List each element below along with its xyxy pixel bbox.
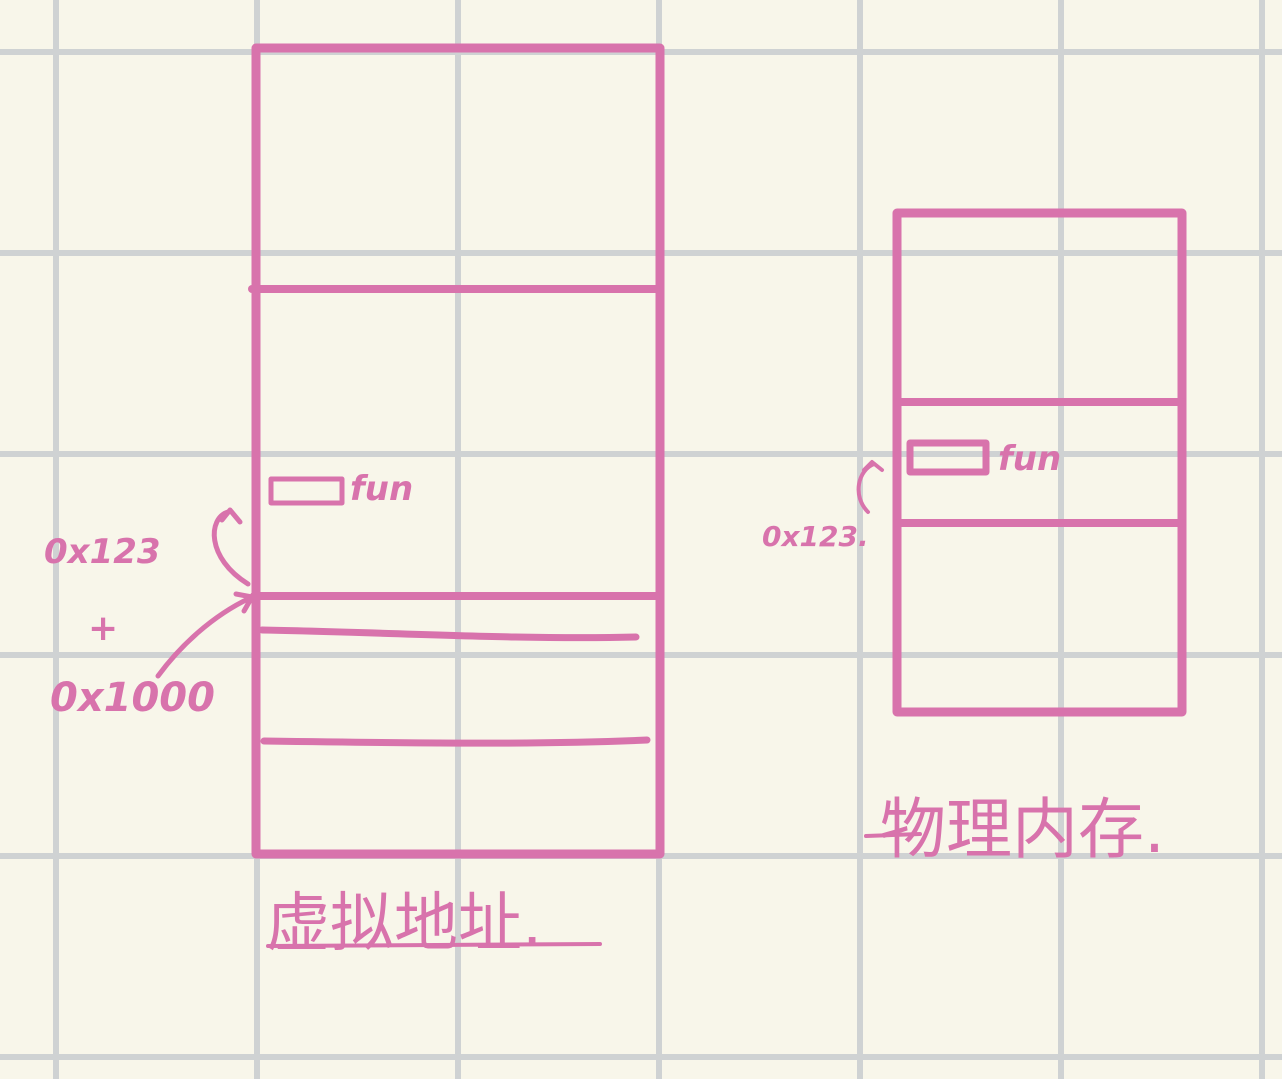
virtual-caption-flourish (266, 942, 602, 948)
virtual-plus-label: + (88, 608, 118, 649)
virtual-sub-line-1 (258, 626, 640, 642)
virtual-sub-line-2 (260, 736, 651, 747)
virtual-base-arrow (155, 595, 253, 679)
physical-outer-box (892, 208, 1187, 717)
physical-caption-flourish (864, 832, 922, 838)
physical-offset-arrowhead (862, 460, 884, 472)
virtual-base-label: 0x1000 (50, 675, 215, 721)
physical-offset-label: 0x123. (762, 520, 869, 553)
virtual-outer-box (251, 43, 665, 859)
virtual-fun-box (268, 476, 345, 506)
virtual-offset-arrowhead (219, 507, 243, 525)
virtual-fun-label: fun (350, 469, 413, 509)
virtual-caption: 虚拟地址. (266, 887, 542, 961)
physical-fun-label: fun (998, 439, 1061, 479)
physical-memory-block (856, 208, 1187, 838)
virtual-offset-arrow (211, 509, 251, 587)
physical-fun-box (906, 439, 990, 476)
virtual-address-block (155, 43, 665, 948)
virtual-offset-label: 0x123 (44, 532, 161, 572)
physical-caption: 物理内存. (880, 791, 1165, 868)
virtual-base-arrowhead (233, 591, 255, 614)
